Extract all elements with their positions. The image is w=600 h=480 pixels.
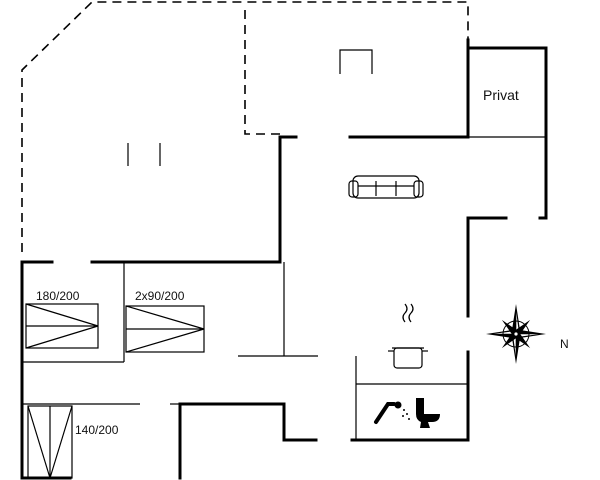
compass-north-label: N (560, 337, 569, 351)
bed-double-140 (27, 405, 73, 479)
sofa-icon (348, 175, 424, 199)
cooking-pot-icon (388, 303, 428, 369)
shower-icon (374, 401, 410, 424)
room-label-private: Privat (483, 87, 519, 103)
terrace-marks (127, 143, 161, 166)
bed-label-140-200: 140/200 (75, 423, 119, 437)
fireplace-outline (339, 49, 373, 74)
bed-label-2x90-200: 2x90/200 (135, 289, 185, 303)
walls (20, 38, 548, 480)
bed-twin-2x90 (125, 305, 205, 353)
dashed-terrace-outline (21, 1, 469, 252)
bed-label-180-200: 180/200 (36, 289, 80, 303)
bed-double-180 (25, 303, 99, 349)
toilet-icon (416, 398, 440, 428)
interior-partitions (22, 136, 546, 440)
compass-rose-icon (486, 304, 546, 364)
